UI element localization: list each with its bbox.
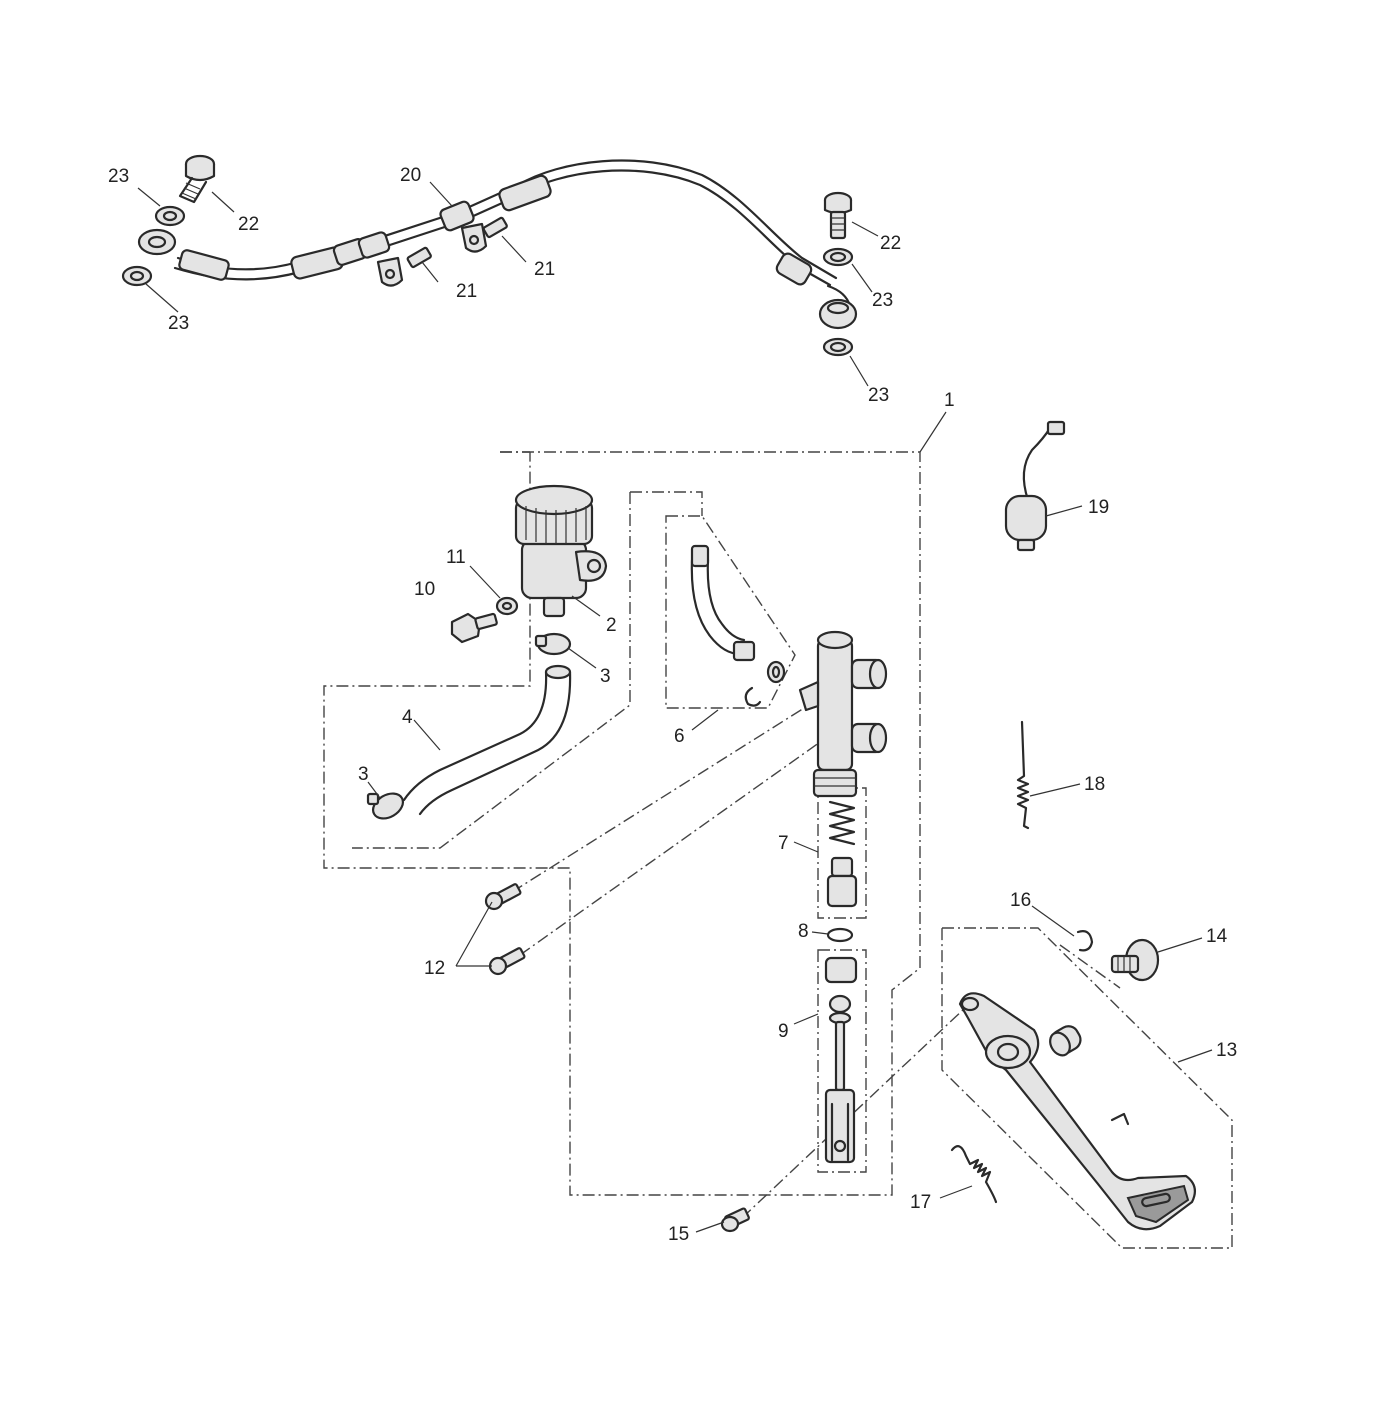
callout-16: 16 bbox=[1010, 890, 1031, 911]
brake-hose-assembly bbox=[121, 154, 858, 357]
callout-11: 11 bbox=[446, 547, 466, 568]
callout-23: 23 bbox=[872, 290, 893, 311]
master-cylinder bbox=[798, 630, 888, 798]
brake-pedal bbox=[958, 992, 1197, 1231]
callout-1: 1 bbox=[944, 390, 955, 411]
callout-7: 7 bbox=[778, 833, 789, 854]
piston-kit bbox=[826, 800, 858, 908]
reservoir-hose bbox=[402, 664, 572, 816]
callout-23: 23 bbox=[168, 313, 189, 334]
callout-20: 20 bbox=[400, 165, 421, 186]
callout-9: 9 bbox=[778, 1021, 789, 1042]
callout-3: 3 bbox=[600, 666, 611, 687]
callout-17: 17 bbox=[910, 1192, 931, 1213]
callout-21: 21 bbox=[534, 259, 555, 280]
callout-15: 15 bbox=[668, 1224, 689, 1245]
push-rod-kit bbox=[824, 956, 858, 1164]
callout-4: 4 bbox=[402, 707, 413, 728]
callout-23: 23 bbox=[108, 166, 129, 187]
group-boundaries bbox=[323, 451, 1233, 1249]
brake-light-switch bbox=[1004, 420, 1066, 552]
leader-lines bbox=[137, 181, 1213, 1233]
reservoir bbox=[514, 484, 608, 618]
callout-2: 2 bbox=[606, 615, 617, 636]
callout-6: 6 bbox=[674, 726, 685, 747]
callout-labels: 1 2 3 3 4 6 7 8 9 10 11 12 13 14 15 16 1… bbox=[108, 165, 1237, 1245]
hose-clamps bbox=[366, 632, 572, 820]
callout-3: 3 bbox=[358, 764, 369, 785]
callout-12: 12 bbox=[424, 958, 445, 979]
callout-19: 19 bbox=[1088, 497, 1109, 518]
pedal-pivot bbox=[1049, 930, 1160, 1057]
elbow-kit bbox=[690, 544, 786, 707]
reservoir-bolt bbox=[450, 596, 519, 644]
callout-21: 21 bbox=[456, 281, 477, 302]
callout-22: 22 bbox=[880, 233, 901, 254]
springs bbox=[950, 720, 1030, 1204]
callout-8: 8 bbox=[798, 921, 809, 942]
callout-18: 18 bbox=[1084, 774, 1105, 795]
callout-22: 22 bbox=[238, 214, 259, 235]
callout-13: 13 bbox=[1216, 1040, 1237, 1061]
callout-10: 10 bbox=[414, 579, 435, 600]
clevis-bolt bbox=[720, 1207, 750, 1233]
callout-23: 23 bbox=[868, 385, 889, 406]
seal bbox=[826, 927, 854, 943]
callout-14: 14 bbox=[1206, 926, 1228, 947]
mounting-bolts bbox=[484, 883, 526, 976]
